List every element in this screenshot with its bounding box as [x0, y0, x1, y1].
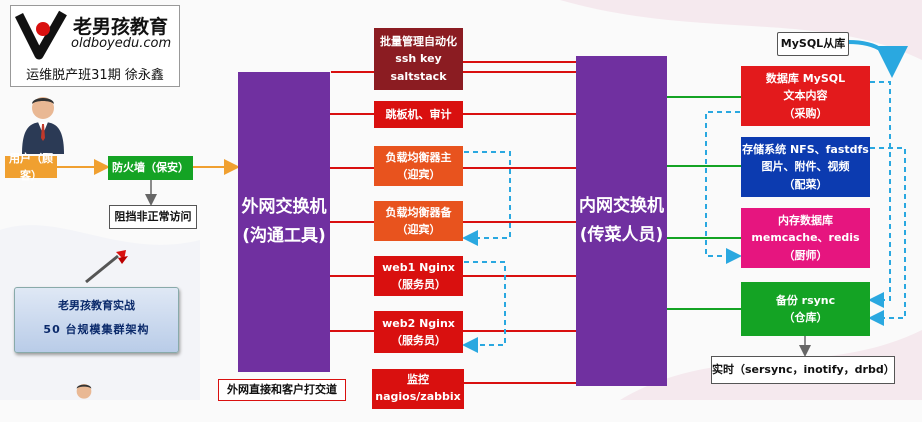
cache-line-2: memcache、redis [751, 231, 860, 245]
batch-management-box[interactable]: 批量管理自动化 ssh key saltstack [374, 28, 463, 90]
firewall-label: 防火墙（保安） [112, 161, 189, 175]
dart-target-icon [85, 250, 128, 284]
banner-line-2: 50 台规模集群架构 [43, 323, 150, 337]
internal-switch-title: 内网交换机 [579, 196, 664, 217]
firewall-box[interactable]: 防火墙（保安） [108, 156, 193, 180]
storage-line-1: 存储系统 NFS、fastdfs [742, 143, 869, 157]
lb-backup-line-2: （迎宾） [396, 223, 441, 236]
monitor-line-2: nagios/zabbix [375, 390, 461, 404]
storage-system-box[interactable]: 存储系统 NFS、fastdfs 图片、附件、视频 （配菜） [741, 137, 870, 197]
logo-brand-text: 老男孩教育 [73, 16, 169, 38]
logo-url-text: oldboyedu.com [71, 36, 172, 51]
db-line-2: 文本内容 [783, 89, 828, 103]
web2-line-1: web2 Nginx [382, 316, 455, 330]
batch-line-1: 批量管理自动化 [380, 35, 457, 49]
jump-server-label: 跳板机、审计 [385, 107, 452, 121]
memory-database-box[interactable]: 内存数据库 memcache、redis （厨师） [741, 208, 870, 268]
user-customer-box[interactable]: 用户（顾客） [5, 152, 57, 182]
external-note-box: 外网直接和客户打交道 [218, 379, 346, 401]
external-switch-subtitle: (沟通工具) [242, 226, 326, 246]
realtime-sync-box[interactable]: 实时（sersync，inotify，drbd） [711, 356, 895, 384]
monitoring-box[interactable]: 监控 nagios/zabbix [372, 369, 464, 409]
backup-line-2: （仓库） [783, 311, 828, 324]
admin-avatar-icon [76, 384, 92, 399]
web1-nginx-box[interactable]: web1 Nginx （服务员） [374, 256, 463, 296]
batch-line-3: saltstack [390, 69, 447, 83]
web1-line-2: （服务员） [391, 278, 446, 291]
db-line-3: （采购） [783, 106, 828, 120]
lb-master-line-2: （迎宾） [396, 168, 441, 181]
banner-line-1: 老男孩教育实战 [58, 299, 135, 313]
block-abnormal-access-box[interactable]: 阻挡非正常访问 [109, 205, 197, 229]
mysql-slave-label: MySQL从库 [780, 37, 846, 51]
external-switch-title: 外网交换机 [241, 197, 327, 218]
external-note-label: 外网直接和客户打交道 [227, 383, 337, 397]
user-label: 用户（顾客） [9, 151, 53, 182]
jump-server-box[interactable]: 跳板机、审计 [374, 101, 463, 128]
mysql-slave-box[interactable]: MySQL从库 [777, 32, 849, 56]
batch-line-2: ssh key [395, 52, 442, 66]
brand-logo: 老男孩教育 oldboyedu.com 运维脱产班31期 徐永鑫 [10, 5, 180, 87]
web2-line-2: （服务员） [391, 334, 446, 347]
web1-line-1: web1 Nginx [382, 260, 455, 274]
internal-switch-subtitle: (传菜人员) [579, 225, 664, 245]
db-line-1: 数据库 MySQL [765, 72, 846, 86]
class-info-text: 运维脱产班31期 徐永鑫 [26, 68, 164, 83]
lb-backup-line-1: 负载均衡器备 [385, 205, 452, 219]
realtime-label: 实时（sersync，inotify，drbd） [712, 363, 895, 377]
backup-rsync-box[interactable]: 备份 rsync （仓库） [741, 282, 870, 336]
web2-nginx-box[interactable]: web2 Nginx （服务员） [374, 311, 463, 353]
lb-master-box[interactable]: 负载均衡器主 （迎宾） [374, 146, 463, 186]
logo-mark-icon [15, 10, 67, 60]
lb-master-line-1: 负载均衡器主 [385, 150, 452, 164]
storage-line-2: 图片、附件、视频 [761, 160, 850, 174]
external-switch-box[interactable]: 外网交换机 (沟通工具) [238, 72, 330, 372]
cache-line-3: （厨师） [783, 248, 828, 262]
block-label: 阻挡非正常访问 [114, 210, 192, 224]
database-mysql-box[interactable]: 数据库 MySQL 文本内容 （采购） [741, 66, 870, 126]
lb-backup-box[interactable]: 负载均衡器备 （迎宾） [374, 201, 463, 241]
cache-line-1: 内存数据库 [778, 214, 833, 228]
monitor-line-1: 监控 [407, 373, 429, 386]
architecture-banner: 老男孩教育实战 50 台规模集群架构 [14, 287, 179, 353]
user-avatar-icon [22, 97, 64, 154]
backup-line-1: 备份 rsync [775, 293, 836, 307]
storage-line-3: （配菜） [783, 177, 828, 191]
internal-switch-box[interactable]: 内网交换机 (传菜人员) [576, 56, 667, 386]
